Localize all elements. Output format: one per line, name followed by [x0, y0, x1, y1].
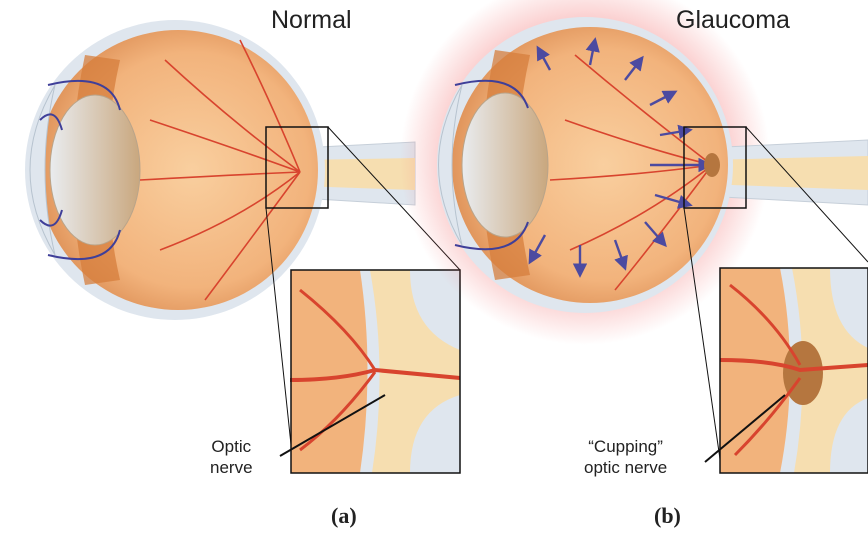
- callout-optic-nerve: Optic nerve: [210, 436, 253, 478]
- callout-cupping-optic-nerve: “Cupping” optic nerve: [584, 436, 667, 478]
- glaucoma-title: Glaucoma: [676, 6, 790, 35]
- inset-glaucoma: [720, 268, 868, 473]
- inset-normal: [290, 270, 460, 473]
- lens: [50, 95, 140, 245]
- panel-label-a: (a): [331, 503, 357, 529]
- normal-eye: [25, 20, 460, 473]
- callout-line-2: nerve: [210, 457, 253, 478]
- callout-line-1: “Cupping”: [584, 436, 667, 457]
- glaucoma-eye: [400, 0, 868, 473]
- callout-line-1: Optic: [210, 436, 253, 457]
- callout-line-2: optic nerve: [584, 457, 667, 478]
- panel-label-b: (b): [654, 503, 681, 529]
- normal-title: Normal: [271, 6, 352, 35]
